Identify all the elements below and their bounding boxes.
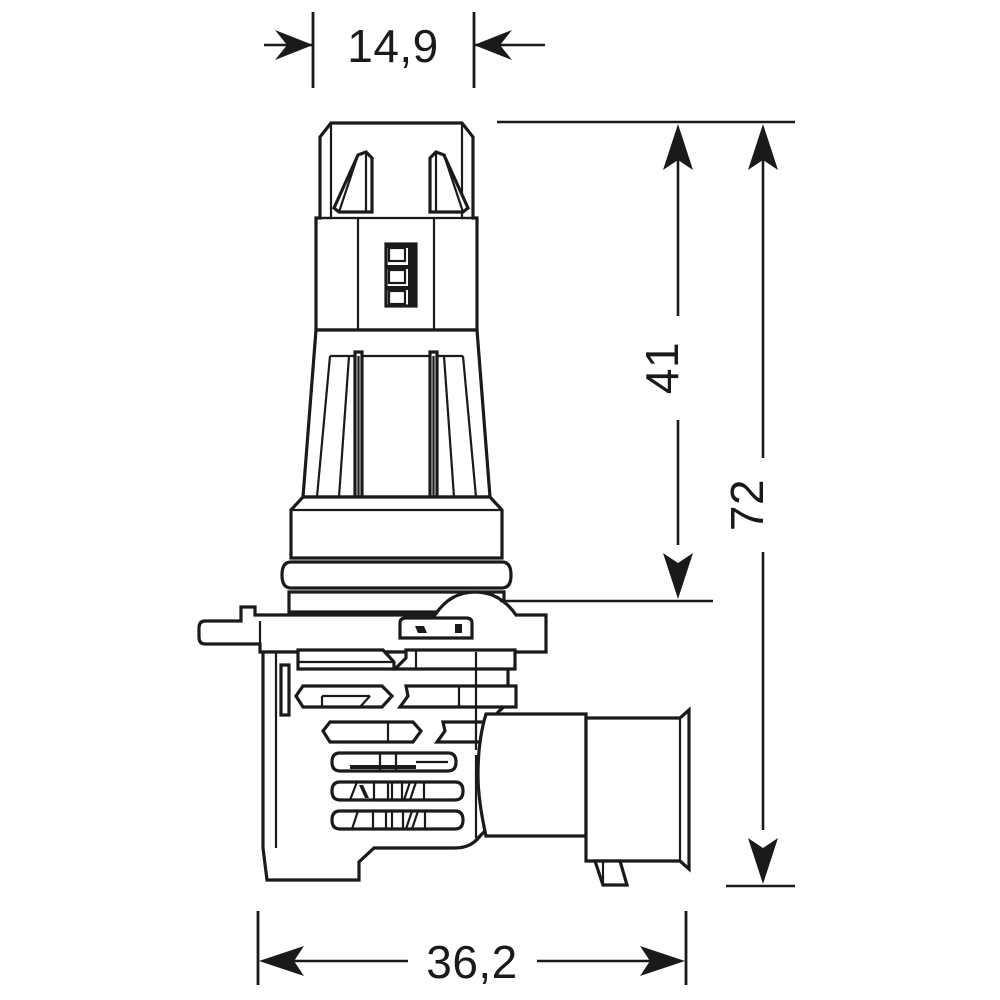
heatsink-fin-5-cell3 [402,780,418,802]
lamp-body-inner-left [315,355,332,498]
heatsink-fin-5-edge [348,781,359,801]
connector [476,706,691,887]
dim-arrowhead-down-72 [748,838,778,884]
led-chip-cell-3 [387,289,407,306]
dimension-width-top: 14,9 [264,12,545,88]
base-flange-latch-mark-right [455,624,462,633]
connector-housing [584,706,691,873]
dim-arrowhead-up-41 [663,124,693,170]
heatsink-fin-6-cell3 [404,809,420,831]
heatsink-fin-6-edge [350,810,360,830]
lamp-head-reflector-left-edge [337,154,360,213]
led-chip-emitter-2 [386,265,416,269]
lamp-head [314,121,479,332]
lamp-head-reflector-right-edge [442,154,465,213]
heatsink-fin-4-shadow [350,765,416,769]
dim-arrowhead-left-36-2 [259,946,304,976]
connector-neck [476,712,588,838]
heatsink-left-rib [279,663,291,717]
dim-label-36-2: 36,2 [426,936,518,988]
lamp-body-inner-right [461,355,478,498]
led-chip-emitter-1 [386,244,416,248]
dimension-height-41: 41 [636,124,693,599]
heatsink-fin-5-cell1 [372,780,390,802]
lamp-body-inner-left-2 [337,355,351,498]
led-chip-cell-2 [387,268,407,285]
collar-ring [280,495,513,614]
base-flange-latch-mark-left [415,626,427,633]
led-chip-emitter-3 [386,286,416,290]
heatsink-fin-6-cell2 [390,809,405,831]
dimension-width-bottom: 36,2 [256,911,688,988]
heatsink-fin-l2-detail [320,695,371,709]
collar-upper-block [289,495,504,560]
dim-label-72: 72 [721,479,773,531]
dim-arrowhead-right-36-2 [640,946,685,976]
connector-pin [592,859,630,887]
dim-label-41: 41 [636,342,688,394]
lamp-body-inner-right-2 [442,355,456,498]
heatsink-fin-5-mark [359,785,369,798]
dim-arrowhead-left-14-9 [275,30,313,60]
led-chip-contact-strip [408,244,416,306]
heatsink-bottom-ramp [358,833,483,863]
heatsink [261,648,518,882]
heatsink-fin-l1 [296,648,396,671]
dim-arrowhead-right-14-9 [474,30,512,60]
led-chip-cell-1 [387,246,407,263]
lamp-body [301,328,492,499]
heatsink-fin-l3 [321,720,424,744]
dim-arrowhead-down-41 [663,553,693,599]
dimension-height-group: 41 72 [497,120,795,888]
dim-arrowhead-up-72 [748,124,778,170]
dimension-height-72: 72 [721,124,778,884]
collar-torus-band [280,560,513,590]
heatsink-fin-r1 [391,648,517,671]
dim-label-14-9: 14,9 [347,20,439,72]
heatsink-fin-5-cell2 [390,780,404,802]
heatsink-fin-6-cell1 [371,809,388,831]
led-chip [384,242,418,308]
heatsink-fin-6 [330,809,465,831]
